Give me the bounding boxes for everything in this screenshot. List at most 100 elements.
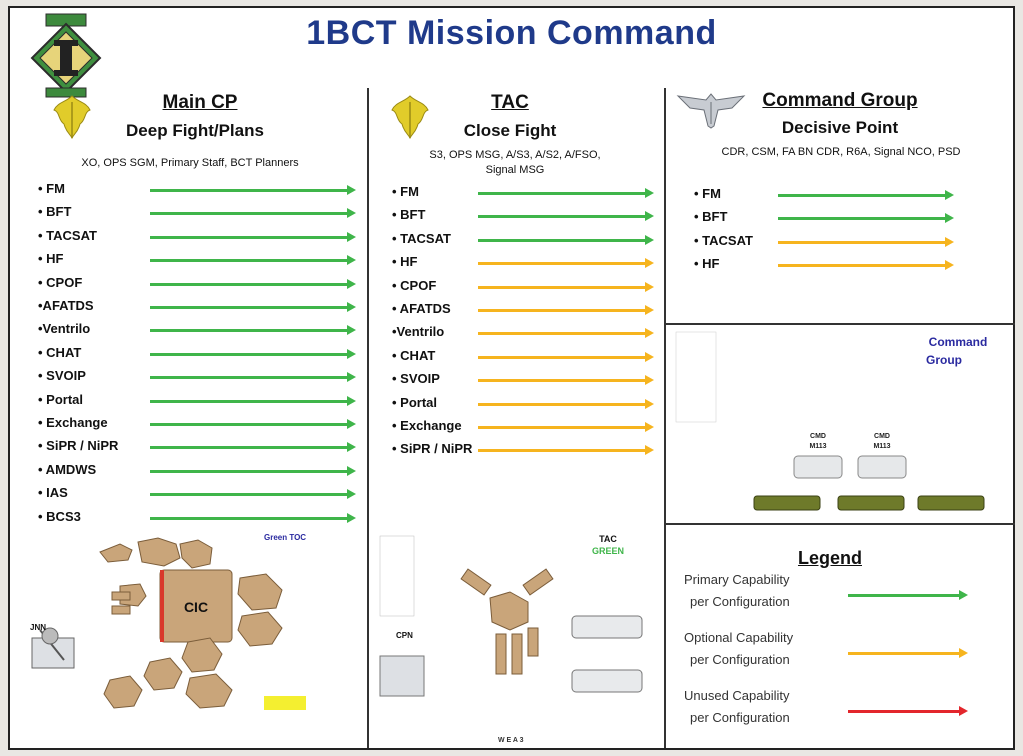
- tac-capability-arrow: [478, 188, 654, 198]
- green-toc-label: Green TOC: [264, 533, 306, 542]
- main_cp-item-label: • IAS: [38, 485, 68, 501]
- main_cp-capability-arrow: [150, 278, 356, 289]
- tac-item-label: • CHAT: [392, 347, 436, 363]
- command_group-item-label: • TACSAT: [694, 232, 753, 248]
- main-cp-subtitle: Deep Fight/Plans: [126, 121, 264, 140]
- tac-capability-arrow: [478, 281, 654, 292]
- tac-capability-arrow: [478, 305, 654, 315]
- tac-footer-label: W E A 3: [498, 737, 524, 744]
- m113-vehicle-label-2: M113: [873, 443, 890, 450]
- tac-item-label: • SVOIP: [392, 371, 440, 387]
- cic-label: CIC: [184, 599, 208, 615]
- jnn-label: JNN: [30, 623, 46, 632]
- tac-staff-line-1: S3, OPS MSG, A/S3, A/S2, A/FSO,: [429, 149, 601, 161]
- tac-item-label: • AFATDS: [392, 301, 451, 316]
- main_cp-item-label: • BFT: [38, 204, 72, 220]
- command_group-capability-arrow: [778, 260, 954, 271]
- main_cp-item-label: • AMDWS: [38, 461, 97, 477]
- main_cp-capability-arrow: [150, 348, 356, 359]
- m113-vehicle-label-1: M113: [809, 443, 826, 450]
- command-group-vehicles-diagram: Command Group CMD M113 CMD M113: [668, 326, 1013, 521]
- main_cp-item-label: • TACSAT: [38, 227, 97, 243]
- main_cp-capability-arrow: [150, 231, 356, 242]
- main_cp-capability-arrow: [150, 489, 356, 500]
- tac-capability-arrow: [478, 375, 654, 386]
- cpn-label: CPN: [396, 631, 413, 640]
- command-group-divider: [665, 323, 1015, 325]
- tac-capability-arrow: [478, 398, 654, 409]
- legend-label-line-2: per Configuration: [690, 652, 790, 667]
- tac-label: TAC: [599, 534, 617, 544]
- main_cp-capability-arrow: [150, 185, 356, 195]
- command-group-subtitle: Decisive Point: [781, 118, 899, 137]
- column-divider-left: [367, 88, 369, 748]
- main_cp-item-label: • FM: [38, 181, 65, 196]
- legend-label-line-2: per Configuration: [690, 594, 790, 609]
- major-oak-leaf-icon: [50, 94, 94, 140]
- tac-item-label: • SiPR / NiPR: [392, 441, 473, 457]
- legend-label-line-1: Unused Capability: [684, 688, 790, 703]
- tac-capability-arrow: [478, 445, 654, 456]
- main_cp-capability-arrow: [150, 372, 356, 383]
- tac-capability-arrow: [478, 328, 654, 339]
- colonel-eagle-icon: [676, 90, 746, 130]
- legend-arrow-green: [848, 590, 968, 600]
- unit-crest-logo: [26, 12, 106, 98]
- page-title: 1BCT Mission Command: [306, 14, 717, 52]
- tac-item-label: • HF: [392, 254, 418, 270]
- main_cp-capability-arrow: [150, 325, 356, 336]
- command_group-item-label: • HF: [694, 256, 720, 272]
- main_cp-capability-arrow: [150, 302, 356, 312]
- main_cp-item-label: •AFATDS: [38, 298, 94, 313]
- tac-capability-arrow: [478, 351, 654, 362]
- tac-subtitle: Close Fight: [463, 121, 557, 140]
- main_cp-item-label: • HF: [38, 251, 64, 267]
- main_cp-capability-arrow: [150, 419, 356, 429]
- tac-item-label: • CPOF: [392, 277, 437, 293]
- main_cp-item-label: • SiPR / NiPR: [38, 438, 119, 454]
- tac-item-label: • Portal: [392, 394, 438, 410]
- tac-staff-line-2: Signal MSG: [485, 164, 545, 176]
- legend-label-line-2: per Configuration: [690, 710, 790, 725]
- main_cp-capability-arrow: [150, 395, 356, 406]
- main_cp-item-label: • BCS3: [38, 508, 81, 524]
- main-cp-title: Main CP: [162, 92, 238, 113]
- legend-label-line-1: Primary Capability: [684, 572, 790, 587]
- legend-divider: [665, 523, 1015, 525]
- column-divider-right: [664, 88, 666, 748]
- main_cp-item-label: • Portal: [38, 391, 84, 407]
- command-group-title: Command Group: [762, 90, 918, 111]
- main_cp-capability-arrow: [150, 512, 356, 523]
- main_cp-item-label: • SVOIP: [38, 368, 86, 384]
- command-group-diagram-label-1: Command: [929, 335, 988, 349]
- legend-arrow-red: [848, 706, 968, 716]
- command-group-staff: CDR, CSM, FA BN CDR, R6A, Signal NCO, PS…: [721, 146, 961, 158]
- tac-capability-arrow: [478, 422, 654, 432]
- cmd-vehicle-label-2: CMD: [874, 433, 890, 440]
- tac-item-label: • FM: [392, 184, 419, 199]
- tac-capability-arrow: [478, 211, 654, 222]
- command_group-item-label: • FM: [694, 186, 721, 201]
- legend-label-line-1: Optional Capability: [684, 630, 794, 645]
- cmd-vehicle-label-1: CMD: [810, 433, 826, 440]
- main_cp-capability-arrow: [150, 255, 356, 266]
- main_cp-capability-arrow: [150, 465, 356, 476]
- tac-item-label: • TACSAT: [392, 230, 451, 246]
- tac-item-label: • BFT: [392, 207, 426, 223]
- tac-diagram: TAC GREEN CPN W E A 3: [372, 530, 662, 745]
- main_cp-capability-arrow: [150, 442, 356, 453]
- command_group-capability-arrow: [778, 236, 954, 247]
- main_cp-item-label: • CPOF: [38, 274, 83, 290]
- legend-arrow-orange: [848, 648, 968, 658]
- tac-capability-arrow: [478, 234, 654, 245]
- command_group-capability-arrow: [778, 190, 954, 200]
- main_cp-item-label: • CHAT: [38, 344, 82, 360]
- main_cp-item-label: •Ventrilo: [38, 321, 91, 337]
- tac-item-label: • Exchange: [392, 418, 462, 433]
- tac-green-label: GREEN: [592, 546, 624, 556]
- command_group-capability-arrow: [778, 213, 954, 224]
- main-cp-staff: XO, OPS SGM, Primary Staff, BCT Planners: [81, 157, 299, 169]
- tac-title: TAC: [491, 92, 529, 113]
- main_cp-item-label: • Exchange: [38, 415, 108, 430]
- command_group-item-label: • BFT: [694, 209, 728, 225]
